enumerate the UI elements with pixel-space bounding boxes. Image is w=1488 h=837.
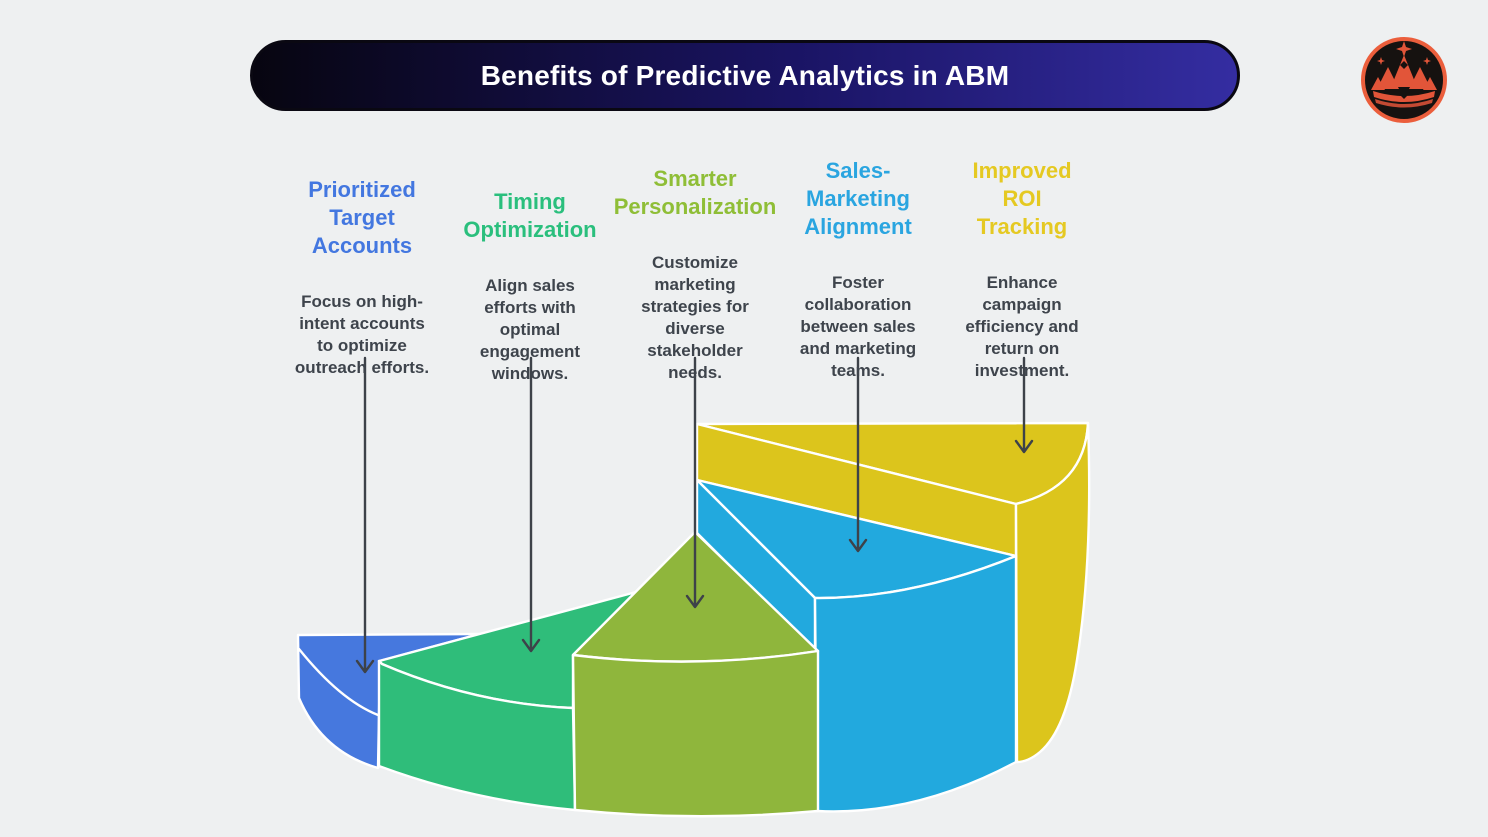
- connector-arrows: [355, 356, 1034, 674]
- pie-slice-timing-optimization: [377, 590, 638, 812]
- arrow-sales-marketing-alignment: [848, 356, 868, 553]
- benefit-column-prioritized-target-accounts: Prioritized Target Accounts Focus on hig…: [274, 158, 450, 397]
- crown-logo: [1361, 37, 1447, 123]
- benefit-description: Enhance campaign efficiency and return o…: [965, 273, 1079, 380]
- benefit-column-sales-marketing-alignment: Sales- Marketing Alignment Foster collab…: [770, 139, 946, 400]
- arrow-prioritized-target-accounts: [355, 356, 375, 674]
- benefit-column-smarter-personalization: Smarter Personalization Customize market…: [607, 147, 783, 402]
- benefit-title: Timing Optimization: [463, 189, 597, 242]
- benefit-description: Customize marketing strategies for diver…: [641, 253, 749, 382]
- benefit-description: Focus on high- intent accounts to optimi…: [294, 292, 430, 377]
- arrow-timing-optimization: [521, 356, 541, 653]
- benefit-description: Foster collaboration between sales and m…: [799, 273, 917, 380]
- benefit-column-improved-roi-tracking: Improved ROI Tracking Enhance campaign e…: [934, 139, 1110, 400]
- benefit-description: Align sales efforts with optimal engagem…: [479, 276, 581, 383]
- pie-slice-sales-marketing-alignment: [695, 478, 1018, 813]
- page-title: Benefits of Predictive Analytics in ABM: [480, 59, 1010, 91]
- benefit-column-timing-optimization: Timing Optimization Align sales efforts …: [442, 170, 618, 403]
- title-banner: Benefits of Predictive Analytics in ABM: [250, 40, 1240, 111]
- benefit-title: Sales- Marketing Alignment: [804, 158, 912, 239]
- benefit-title: Improved ROI Tracking: [972, 158, 1072, 239]
- crown-mountains-icon: [1371, 41, 1437, 108]
- benefit-title: Smarter Personalization: [613, 166, 777, 219]
- arrow-improved-roi-tracking: [1014, 356, 1034, 454]
- pie-slice-improved-roi-tracking: [695, 421, 1091, 764]
- arrow-smarter-personalization: [685, 356, 705, 609]
- benefit-title: Prioritized Target Accounts: [308, 177, 416, 258]
